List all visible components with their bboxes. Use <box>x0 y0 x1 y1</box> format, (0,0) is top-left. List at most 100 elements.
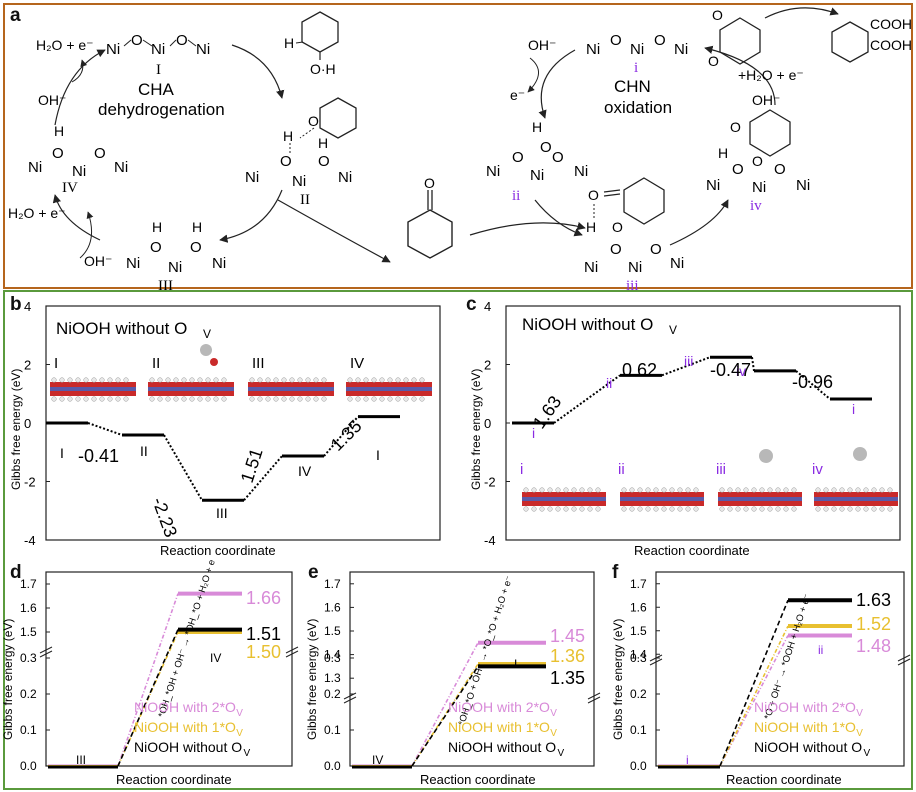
hydrogen-atom <box>743 506 749 512</box>
ni-atom: Ni <box>168 259 182 276</box>
y-tick-label: 1.6 <box>20 601 37 615</box>
end-state-label: I <box>514 657 517 671</box>
hydrogen-atom <box>871 487 877 493</box>
slab-ni-layer <box>718 497 802 501</box>
axis-break-mark <box>649 658 663 666</box>
reactant-label: OH⁻ <box>38 92 66 108</box>
step-energy-label: -0.96 <box>792 372 833 392</box>
y-axis-label: Gibbs free energy (eV) <box>469 369 483 490</box>
hydrogen-atom <box>363 396 369 402</box>
slab-ni-layer <box>346 387 432 391</box>
ni-atom: Ni <box>706 177 720 194</box>
hydrogen-atom <box>879 506 885 512</box>
structure-label: iii <box>716 461 726 478</box>
axis-break-mark <box>587 692 601 700</box>
y-tick-label: 1.5 <box>630 624 647 638</box>
plot-frame <box>349 571 595 767</box>
hydrogen-atom <box>173 377 179 383</box>
hydrogen-atom <box>411 396 417 402</box>
o-atom: O <box>318 153 330 170</box>
energy-value-label: 1.52 <box>856 614 891 634</box>
hydrogen-atom <box>289 377 295 383</box>
hydrogen-atom <box>783 487 789 493</box>
hydrogen-atom <box>395 396 401 402</box>
ni-atom: Ni <box>212 255 226 272</box>
energy-value-label: 1.51 <box>246 624 281 644</box>
slab-ni-layer <box>148 387 234 391</box>
energy-connector <box>323 415 359 457</box>
hydrogen-atom <box>815 506 821 512</box>
energy-connector <box>719 625 789 767</box>
hydrogen-atom <box>653 487 659 493</box>
legend-entry-subscript: V <box>236 728 243 739</box>
o-atom: O <box>552 149 564 166</box>
hydrogen-atom <box>855 487 861 493</box>
step-energy-label: 0.62 <box>622 360 657 380</box>
hydrogen-atom <box>621 487 627 493</box>
h-atom: H <box>284 35 294 51</box>
o-atom: O <box>654 32 666 49</box>
ni-atom: Ni <box>630 41 644 58</box>
legend-entry: NiOOH without O <box>134 739 242 755</box>
hydrogen-atom <box>347 377 353 383</box>
y-tick-label: 0.1 <box>324 723 341 737</box>
hydrogen-atom <box>189 377 195 383</box>
hydrogen-atom <box>249 396 255 402</box>
hydrogen-atom <box>767 487 773 493</box>
hydrogen-atom <box>791 506 797 512</box>
cyclohexanone-molecule: O <box>277 175 586 263</box>
ni-atom: Ni <box>670 255 684 272</box>
hydrogen-atom <box>621 506 627 512</box>
y-tick-label: 0.1 <box>630 723 647 737</box>
y-tick-label: 0.3 <box>20 651 37 665</box>
hydrogen-atom <box>645 487 651 493</box>
structure-label: IV <box>350 355 364 372</box>
energy-connector <box>117 629 179 767</box>
hydrogen-atom <box>197 377 203 383</box>
hydrogen-atom <box>355 377 361 383</box>
hydrogen-atom <box>387 396 393 402</box>
cooh-group: COOH <box>870 16 912 32</box>
state-label-iv: iv <box>750 198 762 214</box>
hydrogen-atom <box>305 377 311 383</box>
hydrogen-atom <box>379 396 385 402</box>
hydrogen-atom <box>419 396 425 402</box>
y-tick-label: 1.7 <box>324 577 341 591</box>
energy-connector <box>163 434 203 501</box>
structure-label: iv <box>812 461 823 478</box>
hydrogen-atom <box>685 506 691 512</box>
structure-ii: H O Ni O Ni O Ni ii <box>486 119 588 204</box>
legend-entry-subscript: V <box>244 748 251 759</box>
y-tick-label: 0 <box>24 416 31 431</box>
hydrogen-atom <box>123 377 129 383</box>
energy-connector <box>87 422 123 436</box>
hydrogen-atom <box>571 487 577 493</box>
hydrogen-atom <box>831 506 837 512</box>
legend-entry: NiOOH without O <box>448 739 556 755</box>
chart-c: NiOOH without O V Gibbs free energy (eV)… <box>469 299 901 558</box>
energy-connector <box>751 357 755 372</box>
energy-connector <box>553 374 621 424</box>
ni-atom: Ni <box>486 163 500 180</box>
hydrogen-atom <box>313 377 319 383</box>
hydrogen-atom <box>99 377 105 383</box>
axis-break-mark <box>285 650 299 658</box>
hydrogen-atom <box>123 396 129 402</box>
hydrogen-atom <box>99 396 105 402</box>
state-label-III: III <box>158 278 173 290</box>
adipic-acid-molecule: COOH COOH <box>831 16 912 63</box>
x-axis-label: Reaction coordinate <box>726 772 842 787</box>
hydrogen-atom <box>727 487 733 493</box>
y-tick-label: 1.7 <box>20 577 37 591</box>
cycle-title: oxidation <box>604 98 672 117</box>
x-axis-label: Reaction coordinate <box>420 772 536 787</box>
hydrogen-atom <box>59 396 65 402</box>
hydrogen-atom <box>523 487 529 493</box>
hydrogen-atom <box>555 487 561 493</box>
step-energy-label: -2.23 <box>148 495 181 540</box>
energy-connector <box>661 356 711 377</box>
hydrogen-atom <box>395 377 401 383</box>
hydrogen-atom <box>767 506 773 512</box>
legend-entry-subscript: V <box>558 748 565 759</box>
chart-b: NiOOH without O V Gibbs free energy (eV)… <box>9 299 441 558</box>
